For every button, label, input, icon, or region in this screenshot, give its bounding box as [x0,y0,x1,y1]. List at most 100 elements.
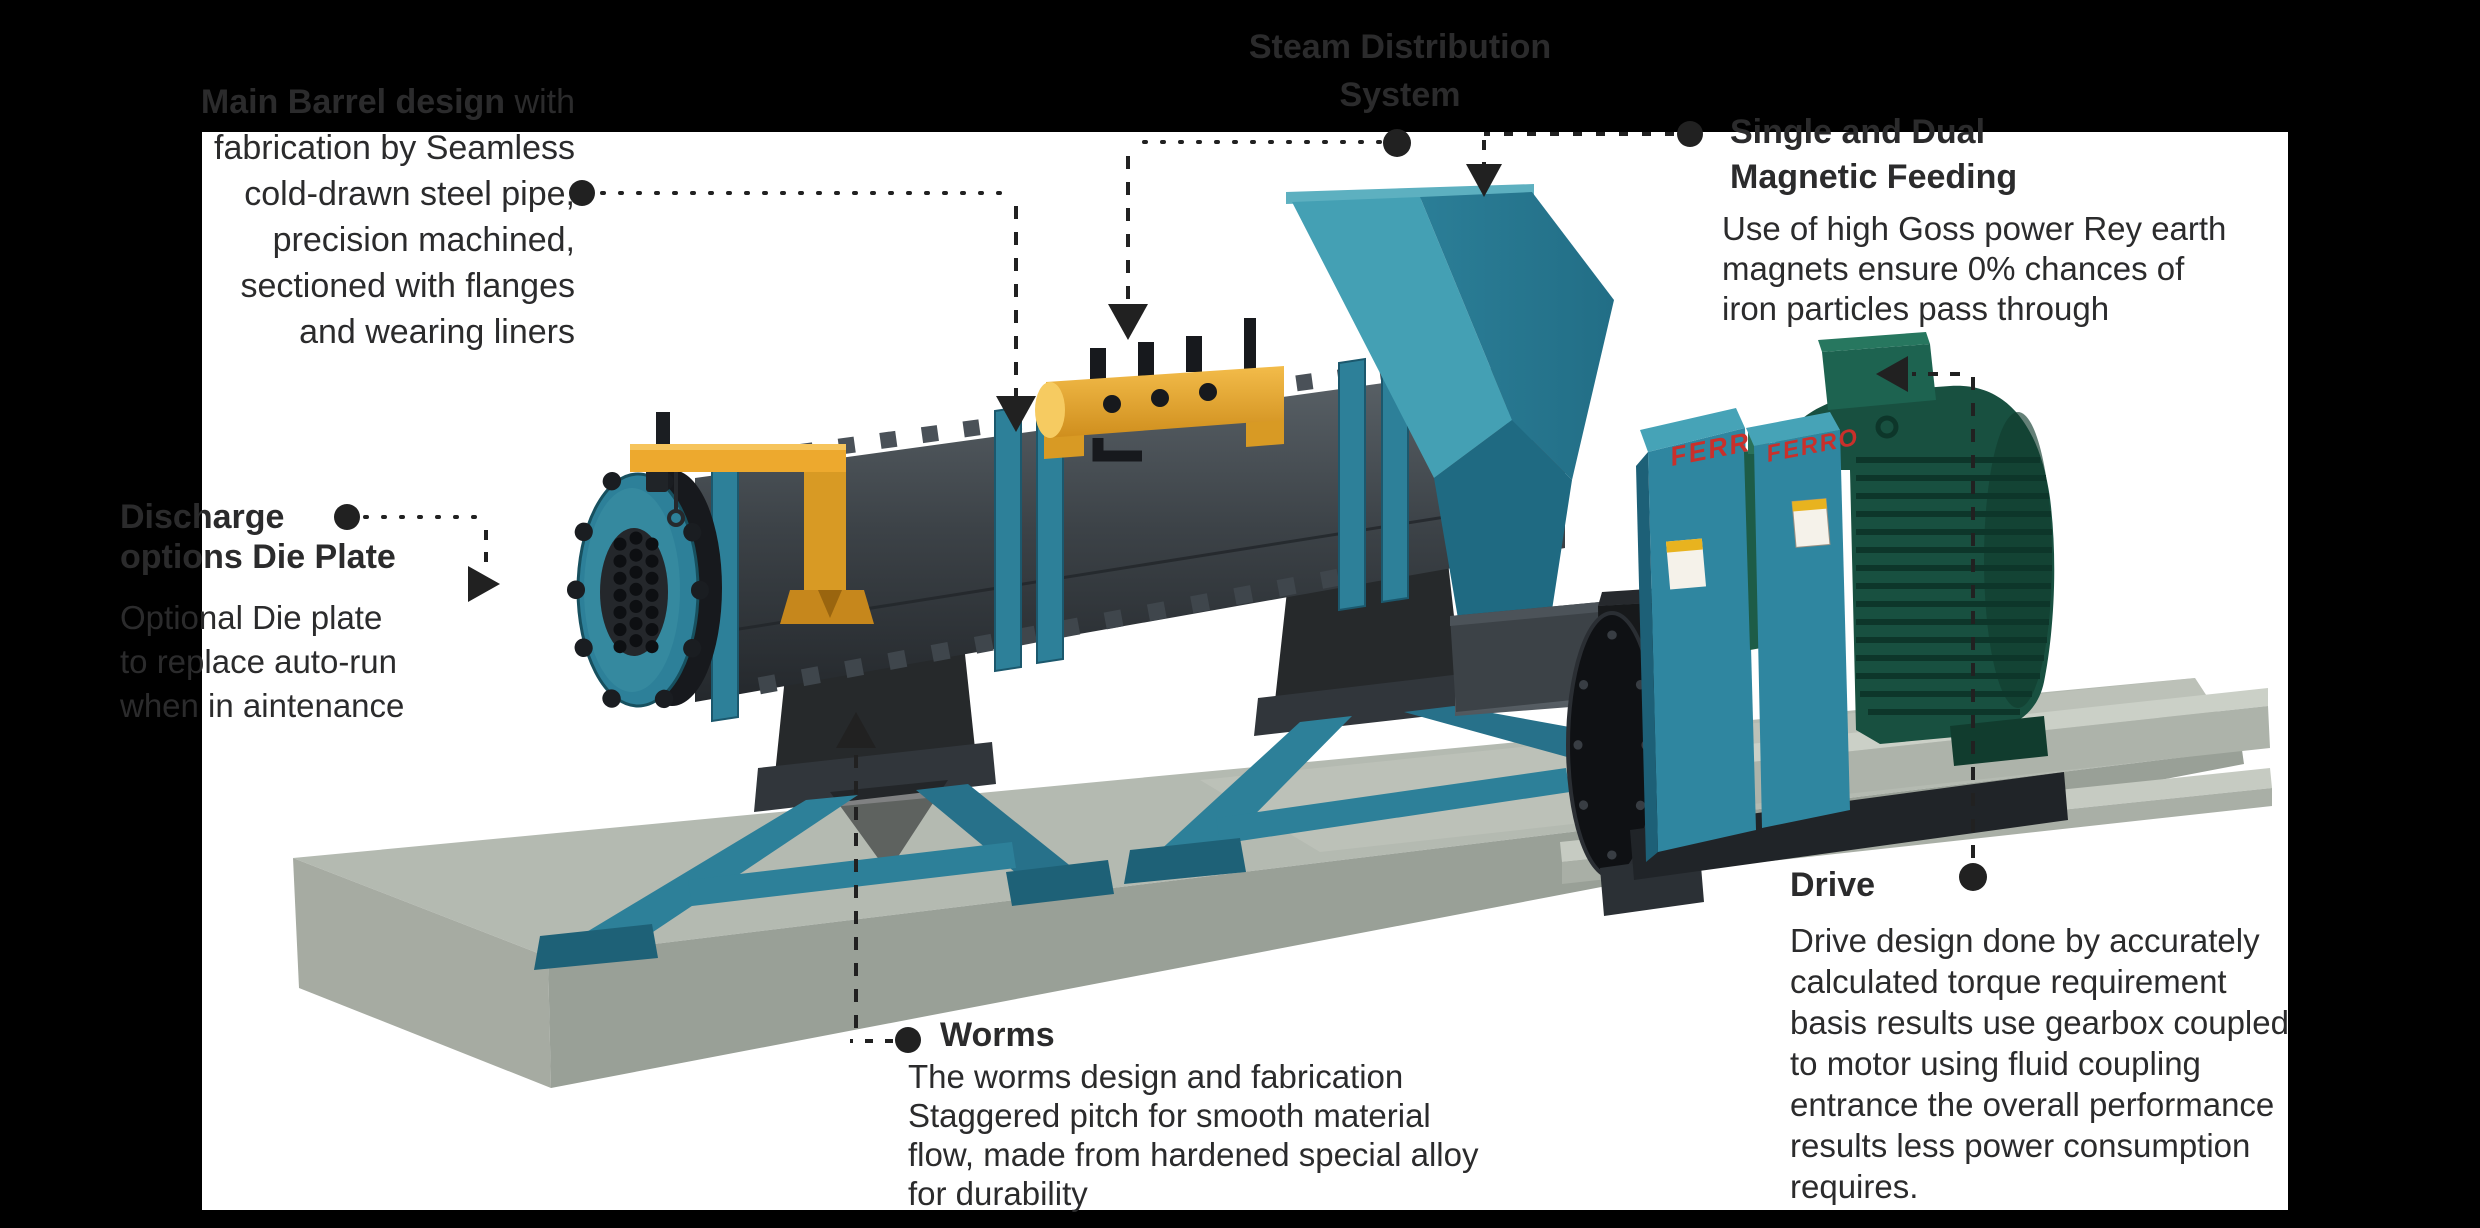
callout-line: Optional Die plate [120,599,383,636]
manifold-nut [1199,383,1217,401]
connector-drive [1876,356,1987,891]
callout-body: Drive design done by accurately calculat… [1790,920,2289,1207]
hopper-collar-top [1450,598,1642,626]
manifold-elbow-pipe [1092,438,1142,462]
callout-line: and wearing liners [299,313,575,351]
callout-title: Worms [940,1016,1055,1054]
hopper-rim [1286,184,1534,204]
callout-line: when in aintenance [120,687,405,724]
barrel-flange [994,405,1022,673]
arrow-right-icon [468,566,500,602]
stand-foot [1006,860,1114,906]
stand-base-plate [754,742,996,812]
manifold-port [1186,336,1202,372]
manifold-port [1090,348,1106,388]
manifold-pipe [1244,318,1256,372]
callout-title-line: Single and Dual [1730,113,1986,151]
manifold-end-cap [1035,382,1065,438]
callout-title-rest: with [505,83,575,121]
callout-line: results less power consumption [1790,1127,2251,1164]
die-plate [567,461,722,719]
gearbox-tower-top [1640,408,1745,452]
arrow-down-icon [996,396,1036,432]
barrel-stand-left [534,626,1114,970]
callout-drive: Drive Drive design done by accurately ca… [1790,863,2289,1207]
hopper-face-left [1292,197,1512,478]
callout-dot [895,1027,921,1053]
gearbox-tower-top [1746,412,1840,446]
callout-title: Discharge options Die Plate [120,497,404,577]
callout-dot [1959,863,1987,891]
callout-line: to replace auto-run [120,643,398,680]
connector-worms [836,712,921,1053]
callout-line: entrance the overall performance [1790,1086,2275,1123]
hook [667,509,685,527]
stand-leg [916,784,1078,888]
callout-line: Drive design done by accurately [1790,922,2260,959]
arrow-left-icon [1876,356,1908,392]
manifold-port [1138,342,1154,378]
bracket-pin [656,412,670,446]
warning-sticker-band [1792,498,1827,512]
slab-left-face [293,858,551,1088]
bracket-arm-highlight [630,444,846,450]
motor-terminal-box [1822,344,1936,410]
callout-main-barrel: Main Barrel design with fabrication by S… [175,79,575,355]
hopper-face-right [1420,192,1614,480]
callout-body: Optional Die plate to replace auto-run w… [120,596,404,728]
callout-magnetic-feeding: Single and Dual Magnetic Feeding Use of … [1722,110,2226,329]
callout-line: iron particles pass through [1722,290,2110,327]
bracket-arm [630,444,846,472]
callout-line: flow, made from hardened special alloy [908,1136,1479,1173]
arrow-up-icon [836,712,876,748]
manifold-nut [1103,395,1121,413]
callout-line: for durability [908,1175,1088,1212]
callout-line: requires. [1790,1168,1919,1205]
callout-line: to motor using fluid coupling [1790,1045,2201,1082]
connector-main-barrel [569,180,1036,432]
stand-leg [570,795,858,950]
stand-shadow [830,780,948,872]
callout-line: Staggered pitch for smooth material [908,1097,1431,1134]
manifold-nut [1151,389,1169,407]
callout-line: fabrication by Seamless [214,129,575,167]
callout-line: sectioned with flanges [240,267,575,305]
stand-crossbar [688,842,1016,906]
stand-crossbar [1216,768,1570,844]
callout-dot [1677,121,1703,147]
callout-steam: Steam Distribution System [1150,23,1650,119]
barrel-bolt-row-bottom [714,567,1347,703]
hopper-throat [1434,420,1572,642]
callout-discharge: Discharge options Die Plate Optional Die… [120,497,404,728]
bracket-fork-notch [818,590,842,618]
callout-connectors [334,121,1987,1053]
callout-body: The worms design and fabrication Stagger… [908,1057,1478,1213]
arrow-down-icon [1108,304,1148,340]
connector-discharge [334,504,500,602]
warning-sticker-band [1665,538,1703,553]
manifold-foot [1246,417,1284,447]
callout-title: Steam Distribution [1248,28,1552,66]
gearbox-tower [1754,430,1850,828]
stand-base-plate [1254,672,1482,736]
callout-title: System [1339,76,1461,114]
callout-body: Use of high Goss power Rey earth magnets… [1722,209,2226,329]
motor-end-cap [1984,412,2052,708]
callout-title: Single and Dual Magnetic Feeding [1722,110,2226,200]
steam-manifold [1035,318,1284,462]
bracket-post [804,472,846,590]
connector-steam [1108,129,1411,340]
callout-title-line: Magnetic Feeding [1730,158,2018,196]
callout-title-line: options Die Plate [120,538,396,576]
callout-line: Use of high Goss power Rey earth [1722,210,2227,247]
callout-worms: Worms The worms design and fabrication S… [908,1013,1478,1213]
callout-title: Main Barrel design with [175,79,575,125]
callout-line: magnets ensure 0% chances of [1722,250,2185,287]
callout-line: basis results use gearbox coupled [1790,1004,2289,1041]
stand-foot [1124,838,1246,884]
motor-terminal-lid [1818,332,1930,352]
stand-leg [1156,716,1352,862]
callout-line: calculated torque requirement [1790,963,2227,1000]
